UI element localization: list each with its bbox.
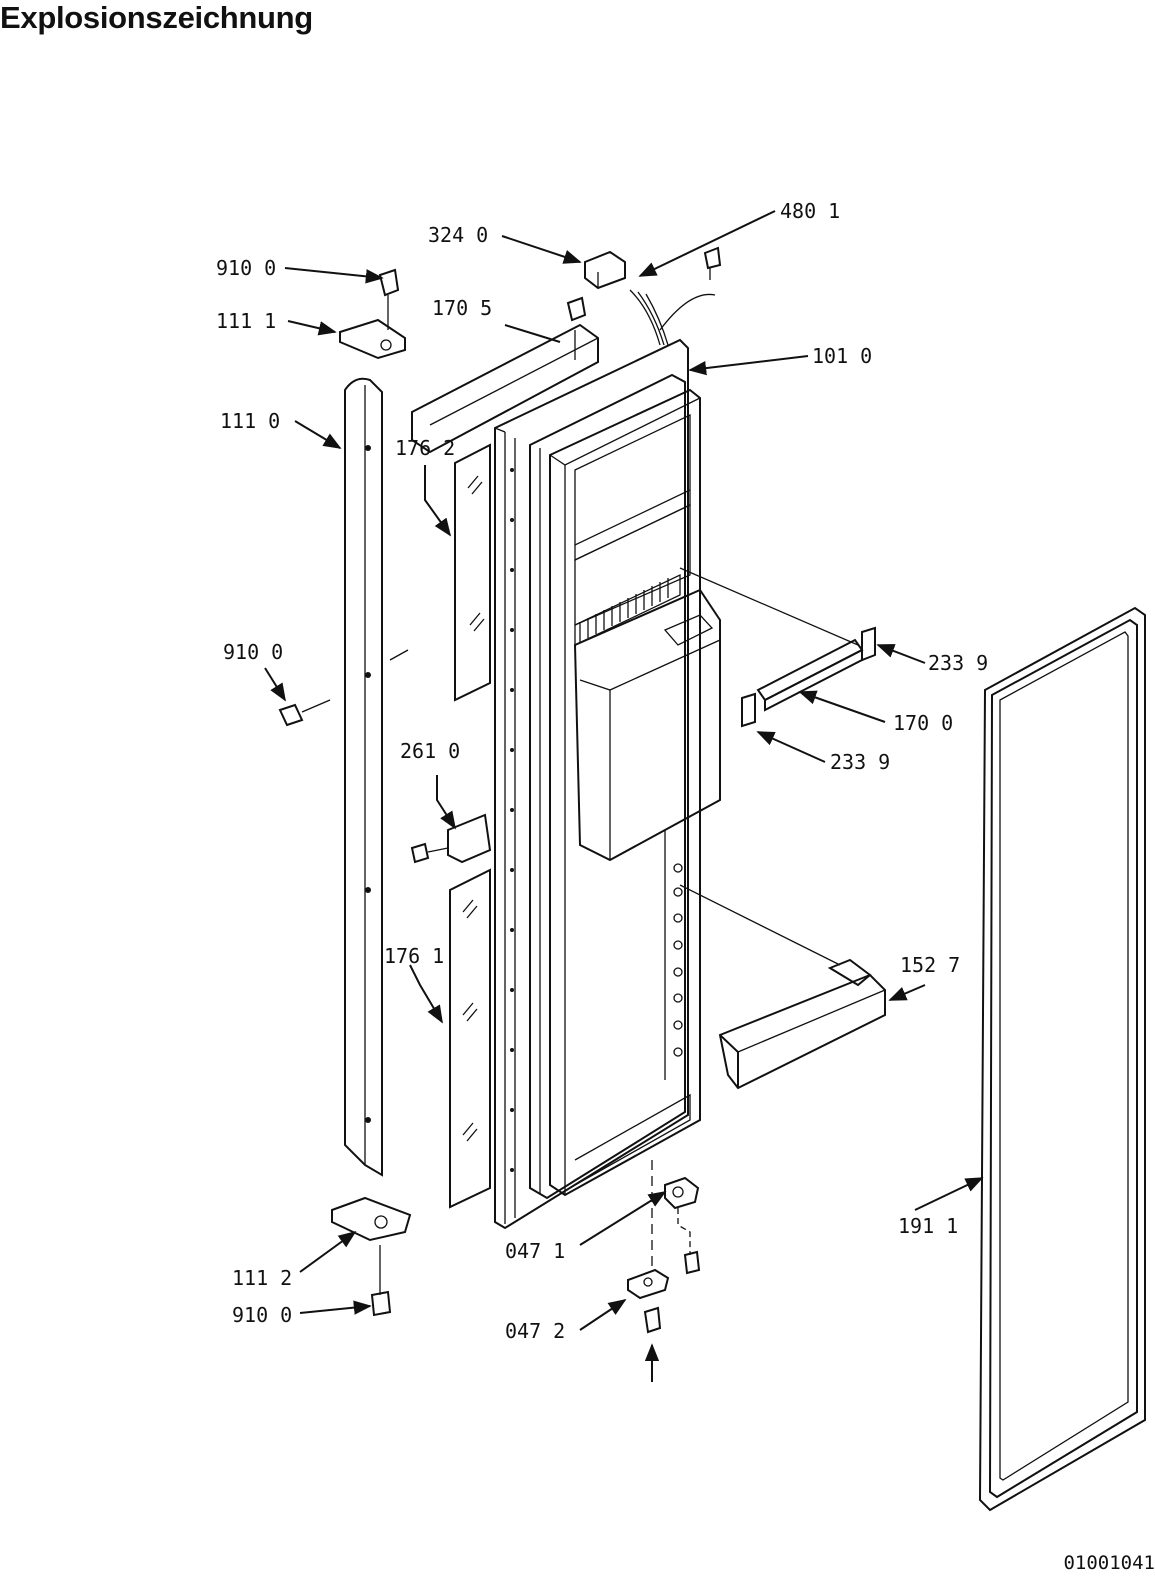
wire-harness [629, 246, 722, 346]
callout-480-1: 480 1 [780, 199, 840, 223]
hinge-bottom [331, 1196, 412, 1317]
callout-170-0: 170 0 [893, 711, 953, 735]
page-title: Explosionszeichnung [0, 0, 313, 35]
screw-mid [278, 699, 331, 727]
callout-170-5: 170 5 [432, 296, 492, 320]
hinge-pin-bracket [664, 1176, 701, 1275]
handle-trim [344, 377, 383, 1177]
callout-047-2: 047 2 [505, 1319, 565, 1343]
shelf-rail [741, 626, 876, 728]
leader-lines [264, 210, 984, 1382]
glass-panel-lower [449, 868, 491, 1209]
callout-324-0: 324 0 [428, 223, 488, 247]
grille [574, 573, 681, 647]
callout-152-7: 152 7 [900, 953, 960, 977]
callout-910-0-top: 910 0 [216, 256, 276, 280]
callout-111-1: 111 1 [216, 309, 276, 333]
callout-233-9-top: 233 9 [928, 651, 988, 675]
callout-191-1: 191 1 [898, 1214, 958, 1238]
top-trim [411, 296, 599, 454]
callout-101-0: 101 0 [812, 344, 872, 368]
callout-176-1: 176 1 [384, 944, 444, 968]
hinge-top [339, 268, 406, 360]
callout-047-1: 047 1 [505, 1239, 565, 1263]
door-panel [494, 338, 721, 1230]
thermostat-housing [410, 813, 492, 864]
callout-261-0: 261 0 [400, 739, 460, 763]
connector [584, 250, 626, 290]
callout-233-9-bottom: 233 9 [830, 750, 890, 774]
callout-labels: 480 1 324 0 910 0 170 5 111 1 101 0 111 … [216, 199, 988, 1343]
callout-910-0-bottom: 910 0 [232, 1303, 292, 1327]
document-number: 01001041 [1063, 1552, 1155, 1574]
callout-176-2: 176 2 [395, 436, 455, 460]
hinge-pin-plate [627, 1160, 670, 1334]
callout-111-2: 111 2 [232, 1266, 292, 1290]
glass-panel-upper [454, 443, 491, 702]
door-gasket [978, 606, 1146, 1512]
door-bin [718, 958, 886, 1090]
callout-111-0: 111 0 [220, 409, 280, 433]
callout-910-0-mid: 910 0 [223, 640, 283, 664]
